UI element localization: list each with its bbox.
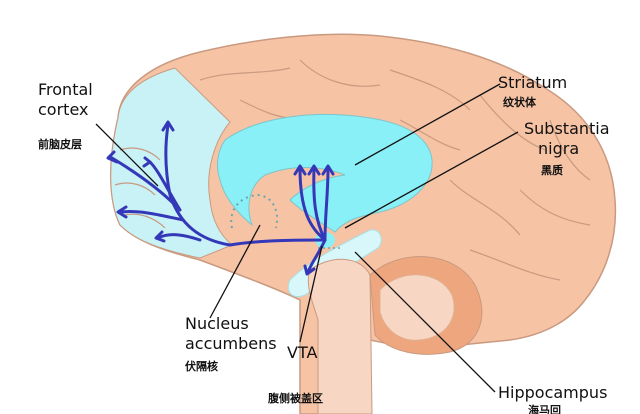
label-nucleus-accumbens-line2: accumbens [185, 334, 277, 353]
leader-hippocampus [354, 251, 496, 393]
leader-substantia-nigra [344, 131, 519, 229]
label-substantia-nigra-line2: nigra [538, 139, 579, 158]
leader-vta [299, 245, 323, 343]
label-nucleus-accumbens-zh: 伏隔核 [185, 359, 218, 373]
label-nucleus-accumbens-line1: Nucleus [185, 314, 249, 333]
label-frontal-cortex-line2: cortex [38, 100, 88, 119]
label-hippocampus-zh: 海马回 [528, 403, 561, 414]
label-substantia-nigra-line1: Substantia [524, 119, 610, 138]
frontal-folds [114, 147, 166, 229]
nucleus-accumbens-outline [230, 193, 278, 229]
label-frontal-cortex-line1: Frontal [38, 80, 93, 99]
leader-frontal-cortex [95, 123, 159, 187]
leader-striatum [354, 83, 501, 166]
label-hippocampus: Hippocampus [498, 383, 607, 402]
striatum-region [217, 114, 433, 233]
frontal-cortex-region [110, 67, 233, 259]
label-vta-zh: 腹侧被盖区 [268, 391, 323, 405]
label-substantia-nigra-zh: 黑质 [541, 163, 563, 177]
brainstem [307, 258, 373, 414]
label-vta: VTA [287, 343, 317, 362]
label-striatum-zh: 纹状体 [503, 95, 537, 109]
brain-outline [109, 33, 617, 414]
dopamine-pathways [106, 120, 335, 276]
cerebellum-inner [379, 274, 455, 341]
label-frontal-cortex-zh: 前脑皮层 [38, 137, 82, 151]
label-striatum: Striatum [498, 73, 567, 92]
leader-nucleus-accumbens [209, 224, 261, 319]
